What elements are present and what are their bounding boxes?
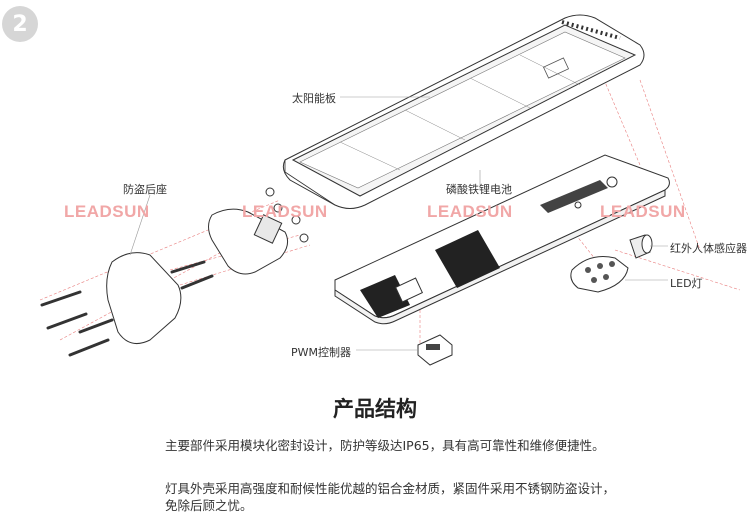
- led-lamp-module: [570, 256, 629, 293]
- stainless-bolts: [40, 260, 214, 357]
- section-title: 产品结构: [333, 397, 417, 421]
- label-led-lamp: LED灯: [670, 277, 703, 290]
- hex-nuts: [265, 187, 309, 243]
- heat-vent-slots: [360, 180, 608, 318]
- label-anti-theft-seat: 防盗后座: [123, 183, 167, 196]
- pwm-controller-module: [417, 334, 453, 366]
- watermark-logo-2: LEADSUN: [242, 202, 328, 221]
- lamp-base-plate: [334, 154, 670, 325]
- anti-theft-bracket: [106, 208, 289, 345]
- ir-sensor-module: [629, 234, 653, 259]
- label-ir-sensor: 红外人体感应器: [670, 242, 747, 255]
- watermark-logo-4: LEADSUN: [600, 202, 686, 221]
- label-solar-panel: 太阳能板: [292, 92, 336, 105]
- label-pwm-controller: PWM控制器: [291, 346, 352, 359]
- description-paragraph-1: 主要部件采用模块化密封设计，防护等级达IP65，具有高可靠性和维修便捷性。: [165, 438, 605, 453]
- description-paragraph-2: 灯具外壳采用高强度和耐候性能优越的铝合金材质，紧固件采用不锈钢防盗设计，免除后顾…: [165, 481, 616, 513]
- callout-leader-lines: [129, 96, 668, 351]
- watermark-logo-3: LEADSUN: [427, 202, 513, 221]
- watermark-logo-1: LEADSUN: [64, 202, 150, 221]
- solar-panel-housing: [282, 14, 645, 209]
- label-lfp-battery: 磷酸铁锂电池: [446, 183, 512, 196]
- step-number-badge: 2: [2, 6, 38, 42]
